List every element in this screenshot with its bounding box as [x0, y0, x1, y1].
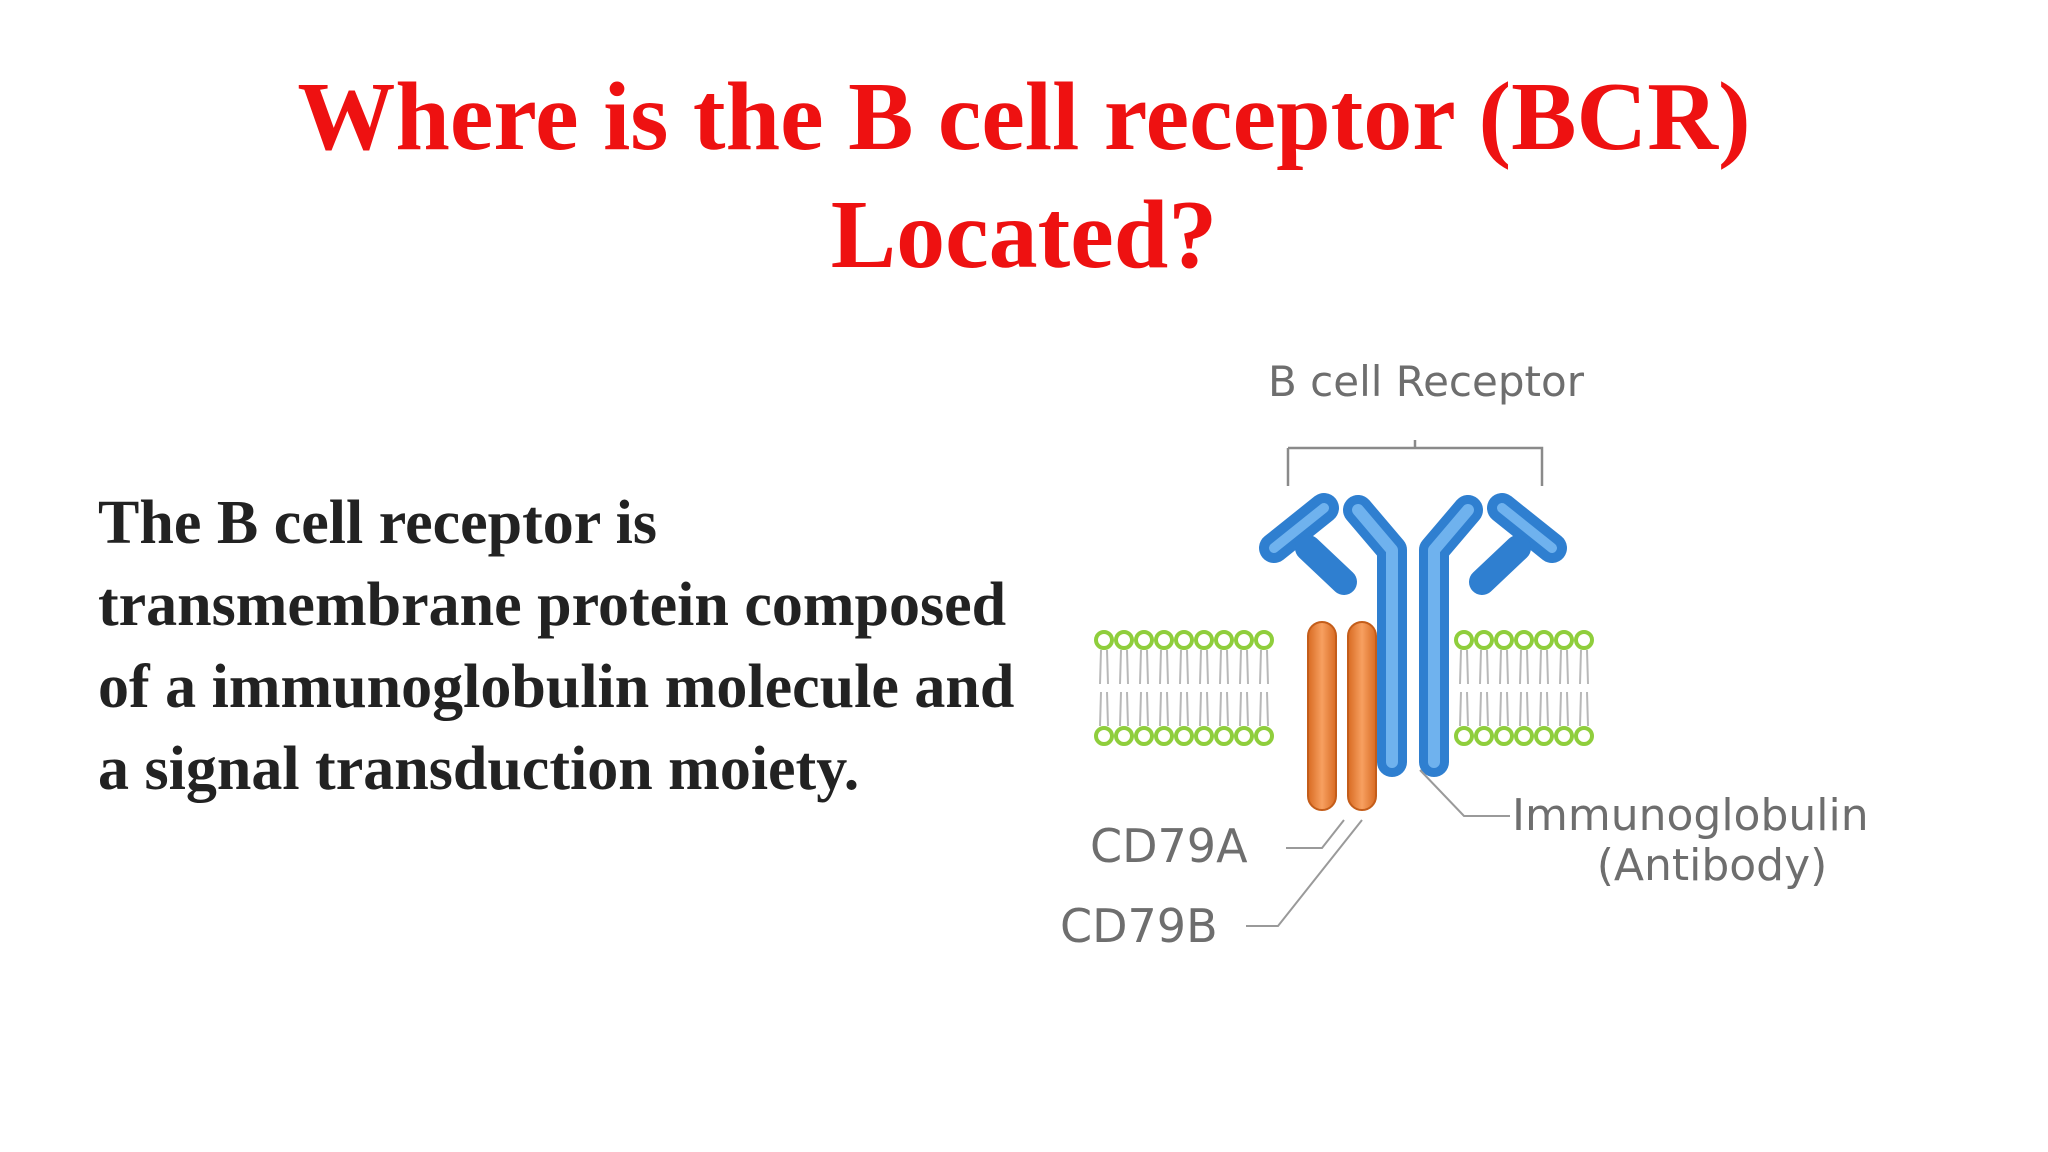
lipid-tails-right — [1459, 649, 1589, 727]
lipid-tail — [1559, 649, 1569, 727]
lipid-head — [1454, 726, 1474, 746]
lipid-head — [1554, 630, 1574, 650]
lipid-tail — [1139, 649, 1149, 727]
lipid-heads-bottom-right — [1454, 726, 1594, 746]
membrane-right — [1454, 630, 1594, 746]
cd79b-chain — [1347, 621, 1377, 811]
lipid-tail — [1499, 649, 1509, 727]
bcr-diagram: B cell Receptor — [1040, 350, 1940, 970]
lipid-head — [1514, 726, 1534, 746]
lipid-tail — [1159, 649, 1169, 727]
lipid-tail — [1099, 649, 1109, 727]
lipid-head — [1554, 726, 1574, 746]
immunoglobulin-label: Immunoglobulin — [1512, 790, 1869, 841]
lipid-head — [1154, 726, 1174, 746]
lipid-head — [1114, 726, 1134, 746]
lipid-tail — [1519, 649, 1529, 727]
lipid-tail — [1179, 649, 1189, 727]
cd79a-chain — [1307, 621, 1337, 811]
lipid-head — [1214, 630, 1234, 650]
lipid-head — [1534, 726, 1554, 746]
lipid-tail — [1259, 649, 1269, 727]
lipid-tail — [1119, 649, 1129, 727]
cd79b-label: CD79B — [1060, 899, 1218, 953]
lipid-head — [1574, 726, 1594, 746]
lipid-head — [1174, 726, 1194, 746]
immunoglobulin-leader-line — [1419, 769, 1510, 817]
slide-title: Where is the B cell receptor (BCR) Locat… — [0, 58, 2048, 294]
lipid-head — [1234, 726, 1254, 746]
lipid-head — [1474, 630, 1494, 650]
lipid-head — [1254, 726, 1274, 746]
lipid-head — [1134, 630, 1154, 650]
cd79a-label: CD79A — [1090, 819, 1248, 873]
lipid-tail — [1199, 649, 1209, 727]
lipid-head — [1094, 630, 1114, 650]
lipid-head — [1534, 630, 1554, 650]
lipid-heads-top-left — [1094, 630, 1274, 650]
lipid-head — [1474, 726, 1494, 746]
lipid-head — [1114, 630, 1134, 650]
receptor-label: B cell Receptor — [1268, 357, 1585, 406]
cd79b-leader-line — [1246, 819, 1363, 927]
lipid-tails-left — [1099, 649, 1269, 727]
lipid-head — [1494, 726, 1514, 746]
lipid-tail — [1459, 649, 1469, 727]
lipid-heads-top-right — [1454, 630, 1594, 650]
lipid-head — [1194, 630, 1214, 650]
lipid-head — [1514, 630, 1534, 650]
bcr-diagram-svg: B cell Receptor — [1060, 357, 1869, 953]
antibody-label: (Antibody) — [1597, 840, 1828, 891]
receptor-bracket — [1286, 440, 1544, 486]
lipid-head — [1254, 630, 1274, 650]
lipid-head — [1454, 630, 1474, 650]
lipid-head — [1234, 630, 1254, 650]
lipid-head — [1154, 630, 1174, 650]
lipid-head — [1134, 726, 1154, 746]
lipid-tail — [1579, 649, 1589, 727]
cd79a-leader-line — [1286, 819, 1345, 849]
lipid-head — [1214, 726, 1234, 746]
lipid-tail — [1479, 649, 1489, 727]
lipid-tail — [1219, 649, 1229, 727]
lipid-head — [1574, 630, 1594, 650]
lipid-head — [1494, 630, 1514, 650]
slide-title-line-1: Where is the B cell receptor (BCR) — [297, 63, 1751, 171]
immunoglobulin-molecule — [1259, 493, 1567, 777]
lipid-head — [1094, 726, 1114, 746]
lipid-tail — [1539, 649, 1549, 727]
body-paragraph: The B cell receptor is transmembrane pro… — [98, 489, 1015, 803]
lipid-heads-bottom-left — [1094, 726, 1274, 746]
lipid-tail — [1239, 649, 1249, 727]
slide-title-line-2: Located? — [830, 181, 1218, 289]
membrane-left — [1094, 630, 1274, 746]
lipid-head — [1194, 726, 1214, 746]
lipid-head — [1174, 630, 1194, 650]
